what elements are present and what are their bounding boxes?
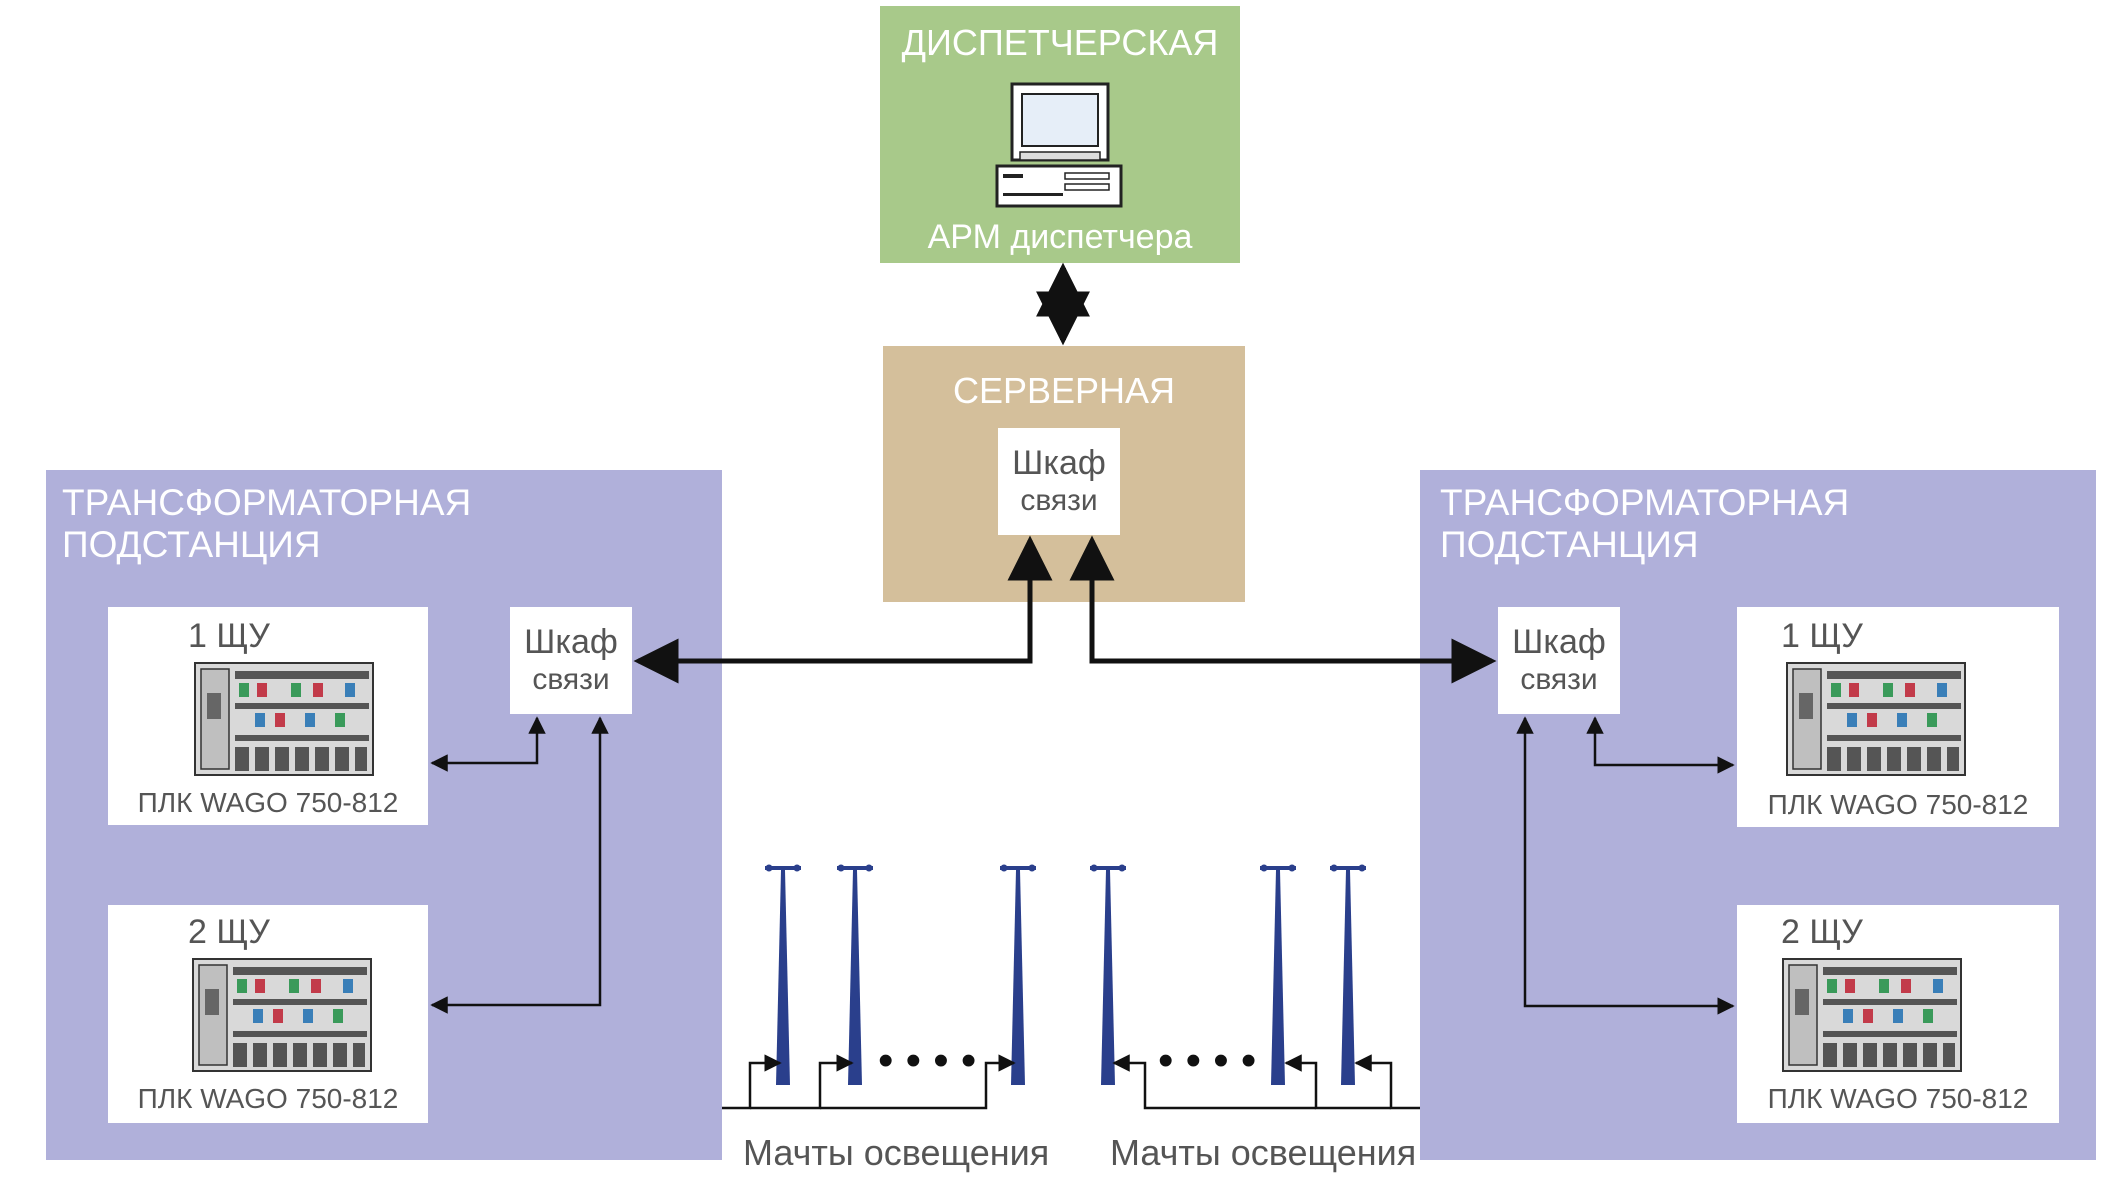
server-title: СЕРВЕРНАЯ <box>952 370 1176 411</box>
left-pole-wiring <box>722 1054 1016 1110</box>
substation-left-title-line2: ПОДСТАНЦИЯ <box>62 524 321 565</box>
plc-device-icon <box>194 662 374 776</box>
poles-right-ellipsis: • • • • <box>1158 1036 1256 1085</box>
poles-right-label: Мачты освещения <box>1110 1132 1417 1173</box>
panel-name: 2 ЩУ <box>1781 913 1863 951</box>
light-pole-icon <box>1000 864 1036 1085</box>
right-cabinet-panel2-link <box>1516 716 1735 1015</box>
panel-name: 1 ЩУ <box>188 617 270 655</box>
light-pole-icon <box>837 864 873 1085</box>
light-pole-icon <box>1330 864 1366 1085</box>
poles-left-ellipsis: • • • • <box>878 1036 976 1085</box>
dispatch-title: ДИСПЕТЧЕРСКАЯ <box>901 22 1219 63</box>
cabinet-label-line1: Шкаф <box>1012 444 1106 482</box>
panel-name: 2 ЩУ <box>188 913 270 951</box>
substation-left-title-line1: ТРАНСФОРМАТОРНАЯ <box>62 482 472 523</box>
light-pole-icon <box>765 864 801 1085</box>
right-cabinet-panel1-link <box>1586 716 1735 774</box>
computer-icon <box>995 82 1123 208</box>
left-cabinet-panel2-link <box>430 716 609 1014</box>
left-comm-cabinet: Шкаф связи <box>510 607 632 714</box>
right-pole-wiring <box>1112 1054 1420 1110</box>
panel-name: 1 ЩУ <box>1781 617 1863 655</box>
plc-label: ПЛК WAGO 750-812 <box>1767 1083 2029 1114</box>
workstation-label: АРМ диспетчера <box>927 218 1193 256</box>
right-comm-cabinet: Шкаф связи <box>1498 607 1620 714</box>
left-cabinet-panel1-link <box>430 716 546 772</box>
plc-label: ПЛК WAGO 750-812 <box>137 787 399 818</box>
cabinet-label-line2: связи <box>532 663 610 696</box>
server-right-link <box>1069 535 1497 684</box>
plc-device-icon <box>1782 958 1962 1072</box>
cabinet-label-line2: связи <box>1520 663 1598 696</box>
light-poles <box>765 864 1366 1085</box>
light-pole-icon <box>1260 864 1296 1085</box>
poles-left-label: Мачты освещения <box>743 1132 1050 1173</box>
plc-device-icon <box>1786 662 1966 776</box>
light-pole-icon <box>1090 864 1126 1085</box>
server-left-link <box>633 535 1053 684</box>
cabinet-label-line1: Шкаф <box>524 623 618 661</box>
substation-right-title-line1: ТРАНСФОРМАТОРНАЯ <box>1440 482 1850 523</box>
cabinet-label-line1: Шкаф <box>1512 623 1606 661</box>
plc-device-icon <box>192 958 372 1072</box>
server-comm-cabinet: Шкаф связи <box>998 428 1120 535</box>
plc-label: ПЛК WAGO 750-812 <box>137 1083 399 1114</box>
cabinet-label-line2: связи <box>1020 484 1098 517</box>
plc-label: ПЛК WAGO 750-812 <box>1767 789 2029 820</box>
